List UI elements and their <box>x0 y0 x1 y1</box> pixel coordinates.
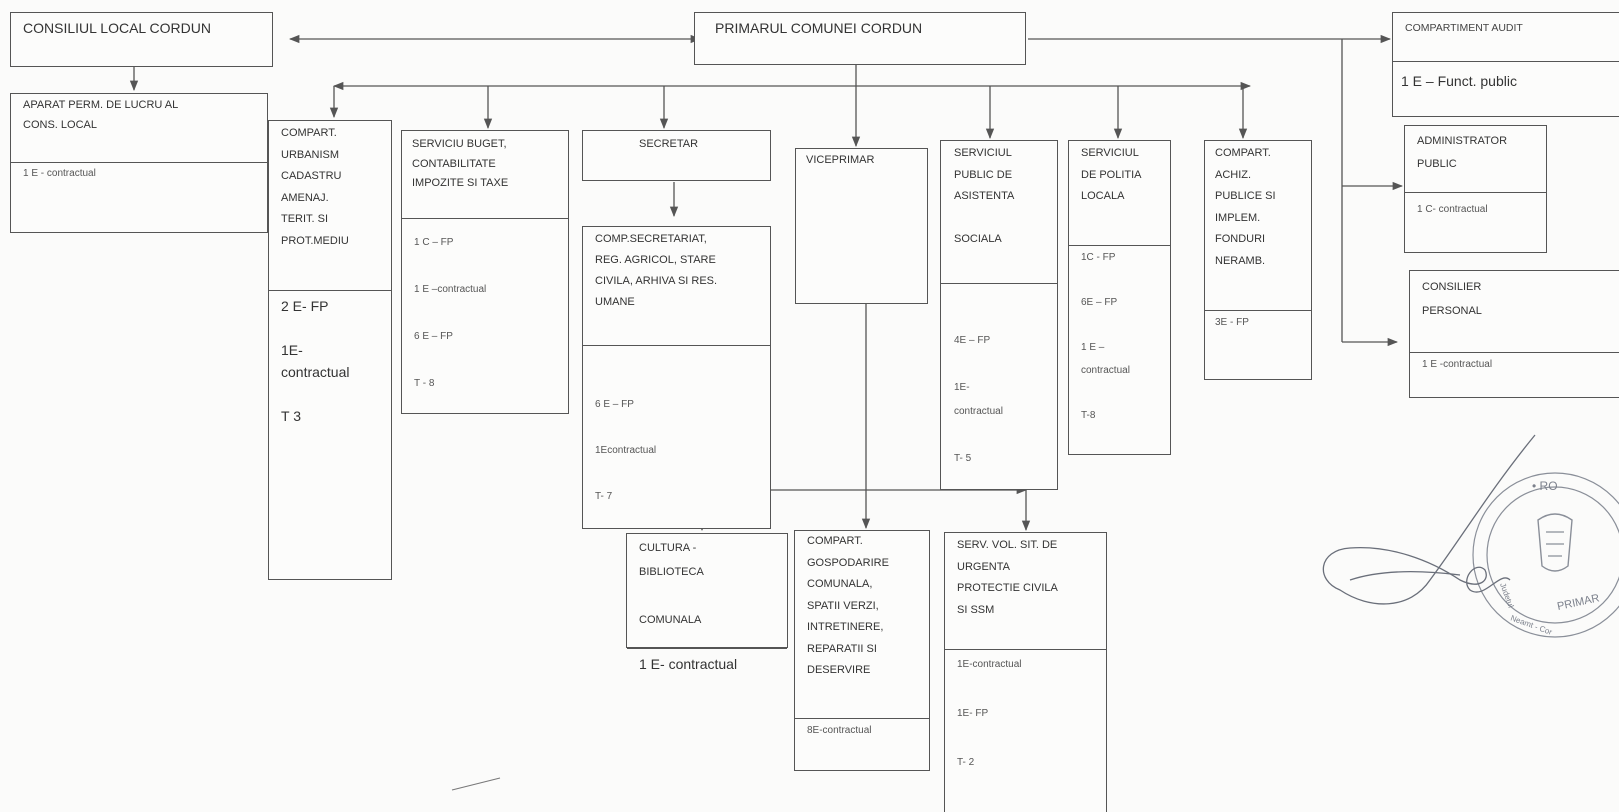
node-urgenta: SERV. VOL. SIT. DE URGENTA PROTECTIE CIV… <box>944 532 1107 812</box>
node-urgenta-title: SERV. VOL. SIT. DE URGENTA PROTECTIE CIV… <box>957 539 1058 616</box>
node-asistenta-staff: 4E – FP 1E- contractual T- 5 <box>954 335 1003 464</box>
node-politia-title: SERVICIUL DE POLITIA LOCALA <box>1081 147 1142 202</box>
node-achizitii-title: COMPART. ACHIZ. PUBLICE SI IMPLEM. FONDU… <box>1215 147 1276 267</box>
node-secretar: SECRETAR <box>582 130 771 181</box>
node-urbanism-staff: 2 E- FP 1E- contractual T 3 <box>281 298 350 424</box>
node-asistenta: SERVICIUL PUBLIC DE ASISTENTA SOCIALA 4E… <box>940 140 1058 490</box>
node-primar: PRIMARUL COMUNEI CORDUN <box>694 12 1026 65</box>
node-urgenta-staff: 1E-contractual 1E- FP T- 2 <box>957 659 1022 768</box>
node-cultura: CULTURA - BIBLIOTECA COMUNALA 1 E- contr… <box>626 533 788 672</box>
node-secretar-title: SECRETAR <box>639 138 699 150</box>
node-audit-staff: 1 E – Funct. public <box>1401 73 1517 89</box>
node-cultura-title: CULTURA - BIBLIOTECA COMUNALA <box>639 542 704 626</box>
node-gospodarire-staff: 8E-contractual <box>807 725 872 736</box>
node-gospodarire-title: COMPART. GOSPODARIRE COMUNALA, SPATII VE… <box>807 535 889 676</box>
node-politia: SERVICIUL DE POLITIA LOCALA 1C - FP 6E –… <box>1068 140 1171 455</box>
node-gospodarire: COMPART. GOSPODARIRE COMUNALA, SPATII VE… <box>794 530 930 771</box>
node-viceprimar: VICEPRIMAR <box>795 148 928 304</box>
node-admin-staff: 1 C- contractual <box>1417 204 1488 215</box>
node-admin-title: ADMINISTRATOR PUBLIC <box>1417 135 1508 170</box>
node-compsecretariat-title: COMP.SECRETARIAT, REG. AGRICOL, STARE CI… <box>595 233 718 308</box>
node-consilier-staff: 1 E -contractual <box>1422 359 1493 370</box>
node-asistenta-title: SERVICIUL PUBLIC DE ASISTENTA SOCIALA <box>954 147 1015 245</box>
node-buget: SERVICIU BUGET, CONTABILITATE IMPOZITE S… <box>401 130 569 414</box>
svg-text:PRIMAR: PRIMAR <box>1556 592 1600 613</box>
node-politia-staff: 1C - FP 6E – FP 1 E – contractual T-8 <box>1081 252 1130 421</box>
node-achizitii: COMPART. ACHIZ. PUBLICE SI IMPLEM. FONDU… <box>1204 140 1312 380</box>
node-primar-title: PRIMARUL COMUNEI CORDUN <box>715 20 923 36</box>
node-consiliu-title: CONSILIUL LOCAL CORDUN <box>23 20 212 36</box>
node-aparat-staff: 1 E - contractual <box>23 168 96 179</box>
node-achizitii-staff: 3E - FP <box>1215 317 1249 328</box>
node-compsecretariat-staff: 6 E – FP 1Econtractual T- 7 <box>595 399 657 502</box>
node-urbanism-title: COMPART. URBANISM CADASTRU AMENAJ. TERIT… <box>281 127 349 247</box>
node-audit: COMPARTIMENT AUDIT 1 E – Funct. public <box>1392 12 1619 117</box>
node-admin: ADMINISTRATOR PUBLIC 1 C- contractual <box>1404 125 1547 253</box>
node-audit-title: COMPARTIMENT AUDIT <box>1405 22 1523 34</box>
node-compsecretariat: COMP.SECRETARIAT, REG. AGRICOL, STARE CI… <box>582 226 771 529</box>
node-aparat-title: APARAT PERM. DE LUCRU AL CONS. LOCAL <box>23 99 179 131</box>
node-consiliu: CONSILIUL LOCAL CORDUN <box>10 12 273 67</box>
node-viceprimar-title: VICEPRIMAR <box>806 154 875 166</box>
node-buget-title: SERVICIU BUGET, CONTABILITATE IMPOZITE S… <box>412 138 509 189</box>
node-cultura-staff: 1 E- contractual <box>639 656 738 672</box>
node-urbanism: COMPART. URBANISM CADASTRU AMENAJ. TERIT… <box>268 120 392 580</box>
official-stamp-icon: • RO PRIMAR Judetul Neamt - Cor <box>1322 434 1619 638</box>
node-buget-staff: 1 C – FP 1 E –contractual 6 E – FP T - 8 <box>414 237 487 389</box>
node-consilier: CONSILIER PERSONAL 1 E -contractual <box>1409 270 1619 398</box>
svg-text:• RO: • RO <box>1532 479 1558 493</box>
scan-mark <box>451 777 501 791</box>
node-aparat: APARAT PERM. DE LUCRU AL CONS. LOCAL 1 E… <box>10 93 268 233</box>
node-consilier-title: CONSILIER PERSONAL <box>1422 281 1482 317</box>
